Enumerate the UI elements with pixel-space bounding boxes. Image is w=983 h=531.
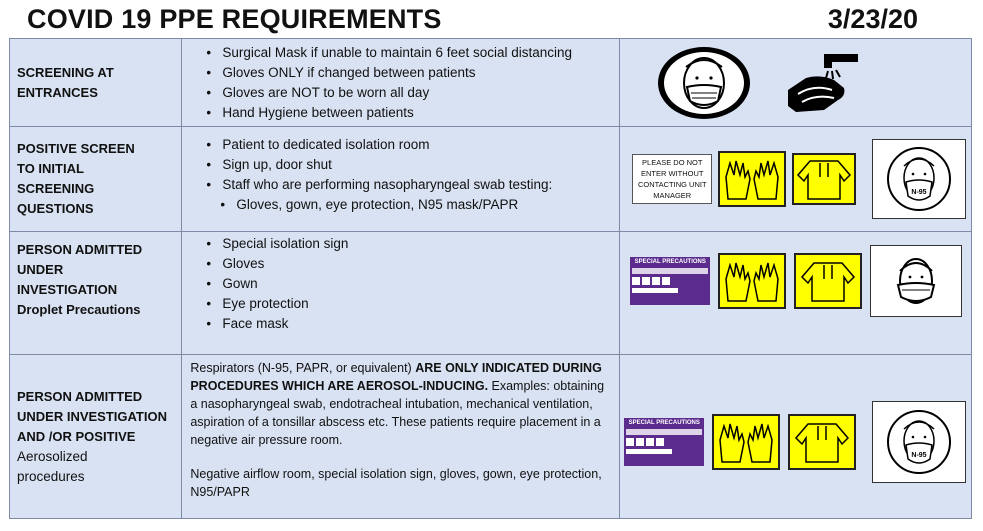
page-title: COVID 19 PPE REQUIREMENTS bbox=[27, 4, 442, 34]
bullet-list: Patient to dedicated isolation room Sign… bbox=[182, 135, 619, 195]
table-row: POSITIVE SCREEN TO INITIAL SCREENING QUE… bbox=[8, 126, 972, 232]
row-label: PERSON ADMITTED UNDER INVESTIGATION AND … bbox=[8, 354, 183, 519]
n95-face-icon: N-95 bbox=[887, 409, 952, 474]
row-images bbox=[619, 38, 972, 127]
list-item: Patient to dedicated isolation room bbox=[206, 135, 619, 155]
row-images: PLEASE DO NOT ENTER WITHOUT CONTACTING U… bbox=[619, 126, 972, 232]
row-label-subtext: Droplet Precautions bbox=[17, 302, 141, 317]
hand-washing-icon bbox=[788, 53, 859, 112]
sign-text: PLEASE DO NOT ENTER WITHOUT CONTACTING U… bbox=[637, 158, 707, 200]
para-emphasis: ARE ONLY INDICATED DURING PROCEDURES WHI… bbox=[190, 361, 602, 393]
gloves-icon bbox=[718, 151, 787, 207]
row-body: Patient to dedicated isolation room Sign… bbox=[181, 126, 621, 232]
row-body: Special isolation sign Gloves Gown Eye p… bbox=[181, 231, 621, 355]
row-label: SCREENING AT ENTRANCES bbox=[8, 38, 183, 127]
list-item: Gloves are NOT to be worn all day bbox=[206, 83, 619, 103]
list-item: Special isolation sign bbox=[206, 234, 619, 254]
gown-icon bbox=[794, 253, 863, 309]
gloves-icon-graphic bbox=[725, 160, 780, 200]
row-body: Surgical Mask if unable to maintain 6 fe… bbox=[181, 38, 621, 127]
para-text-rest: Examples: obtaining a nasopharyngeal swa… bbox=[190, 379, 605, 447]
aerosol-paragraph: Respirators (N-95, PAPR, or equivalent) … bbox=[182, 359, 619, 449]
gloves-icon-graphic bbox=[725, 262, 780, 302]
list-item: Gloves, gown, eye protection, N95 mask/P… bbox=[220, 195, 619, 215]
table-row: PERSON ADMITTED UNDER INVESTIGATION Drop… bbox=[8, 231, 972, 355]
gown-icon bbox=[788, 413, 857, 470]
sign-title: SPECIAL PRECAUTIONS bbox=[628, 419, 700, 426]
gown-icon-graphic bbox=[797, 160, 852, 200]
list-item: Staff who are performing nasopharyngeal … bbox=[206, 175, 619, 195]
gloves-icon-graphic bbox=[719, 422, 774, 463]
gown-icon-graphic bbox=[801, 262, 856, 302]
row-label-text: SCREENING AT ENTRANCES bbox=[17, 64, 114, 100]
list-item: Face mask bbox=[206, 314, 619, 334]
list-item: Eye protection bbox=[206, 294, 619, 314]
gloves-icon bbox=[718, 253, 787, 309]
list-item: Surgical Mask if unable to maintain 6 fe… bbox=[206, 43, 619, 63]
row-body: Respirators (N-95, PAPR, or equivalent) … bbox=[181, 354, 621, 519]
row-images: SPECIAL PRECAUTIONS bbox=[619, 354, 972, 519]
ppe-requirements-table: SCREENING AT ENTRANCES Surgical Mask if … bbox=[8, 38, 972, 519]
para-text: Respirators (N-95, PAPR, or equivalent) bbox=[190, 361, 416, 375]
list-item: Sign up, door shut bbox=[206, 155, 619, 175]
row-label: POSITIVE SCREEN TO INITIAL SCREENING QUE… bbox=[8, 126, 183, 232]
row-label-text: POSITIVE SCREEN TO INITIAL SCREENING QUE… bbox=[17, 141, 135, 216]
n95-label: N-95 bbox=[912, 189, 927, 196]
table-row: PERSON ADMITTED UNDER INVESTIGATION AND … bbox=[8, 354, 972, 519]
row-label-text: PERSON ADMITTED UNDER INVESTIGATION bbox=[17, 242, 143, 297]
row-images: SPECIAL PRECAUTIONS bbox=[619, 231, 972, 355]
gloves-icon bbox=[712, 413, 781, 470]
special-precautions-sign: SPECIAL PRECAUTIONS bbox=[624, 417, 705, 466]
face-mask-icon bbox=[658, 46, 751, 119]
table-row: SCREENING AT ENTRANCES Surgical Mask if … bbox=[8, 38, 972, 127]
bullet-list: Surgical Mask if unable to maintain 6 fe… bbox=[182, 43, 619, 123]
special-precautions-sign: SPECIAL PRECAUTIONS bbox=[630, 257, 711, 305]
n95-mask-icon: N-95 bbox=[872, 400, 967, 483]
face-mask-icon bbox=[870, 245, 963, 317]
row-label-text: PERSON ADMITTED UNDER INVESTIGATION AND … bbox=[17, 388, 167, 444]
sign-title: SPECIAL PRECAUTIONS bbox=[634, 259, 706, 265]
gown-icon-graphic bbox=[795, 422, 850, 463]
row-label: PERSON ADMITTED UNDER INVESTIGATION Drop… bbox=[8, 231, 183, 355]
row-label-subtext: Aerosolized procedures bbox=[17, 448, 88, 484]
n95-label: N-95 bbox=[912, 452, 927, 459]
list-item: Hand Hygiene between patients bbox=[206, 103, 619, 123]
n95-mask-icon: N-95 bbox=[872, 139, 967, 219]
list-item: Gloves ONLY if changed between patients bbox=[206, 63, 619, 83]
gown-icon bbox=[792, 153, 857, 205]
sub-bullet-list: Gloves, gown, eye protection, N95 mask/P… bbox=[182, 195, 619, 215]
page-date: 3/23/20 bbox=[827, 4, 918, 34]
list-item: Gown bbox=[206, 274, 619, 294]
list-item: Gloves bbox=[206, 254, 619, 274]
do-not-enter-sign: PLEASE DO NOT ENTER WITHOUT CONTACTING U… bbox=[632, 154, 713, 204]
bullet-list: Special isolation sign Gloves Gown Eye p… bbox=[182, 234, 619, 334]
negative-airflow-paragraph: Negative airflow room, special isolation… bbox=[190, 467, 602, 499]
n95-face-icon: N-95 bbox=[887, 147, 952, 211]
face-mask-graphic bbox=[897, 258, 936, 304]
